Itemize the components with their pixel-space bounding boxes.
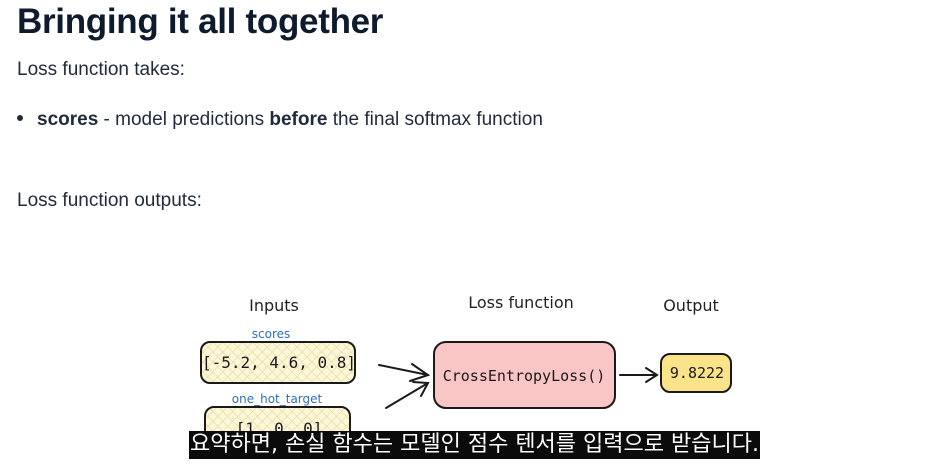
arrow-scores-to-loss [378,363,431,382]
bullet-rest-text: the final softmax function [327,109,543,130]
scores-box [200,341,356,384]
arrow-loss-to-output [619,367,659,383]
loss-box [433,341,616,409]
inputs-header: Inputs [249,296,299,315]
bullet-dash-text: - model predictions [98,109,270,130]
outputs-label: Loss function outputs: [17,190,202,211]
page-title: Bringing it all together [17,2,384,41]
bullet-dot-icon [17,114,23,121]
loss-box-label: CrossEntropyLoss() [443,367,606,385]
scores-value: [-5.2, 4.6, 0.8] [202,353,356,372]
scores-label: scores [252,327,291,341]
loss-header: Loss function [468,293,574,312]
bullet-term: scores [37,109,99,130]
bullet-scores: scores - model predictions before the fi… [17,109,543,131]
arrow-target-to-loss [385,381,430,409]
takes-label: Loss function takes: [17,59,185,80]
target-label: one_hot_target [232,392,323,406]
bullet-emphasis: before [269,109,328,130]
output-box [660,353,732,393]
output-header: Output [663,296,719,315]
output-value: 9.8222 [670,364,724,382]
video-subtitle: 요약하면, 손실 함수는 모델인 점수 텐서를 입력으로 받습니다. [189,431,760,459]
